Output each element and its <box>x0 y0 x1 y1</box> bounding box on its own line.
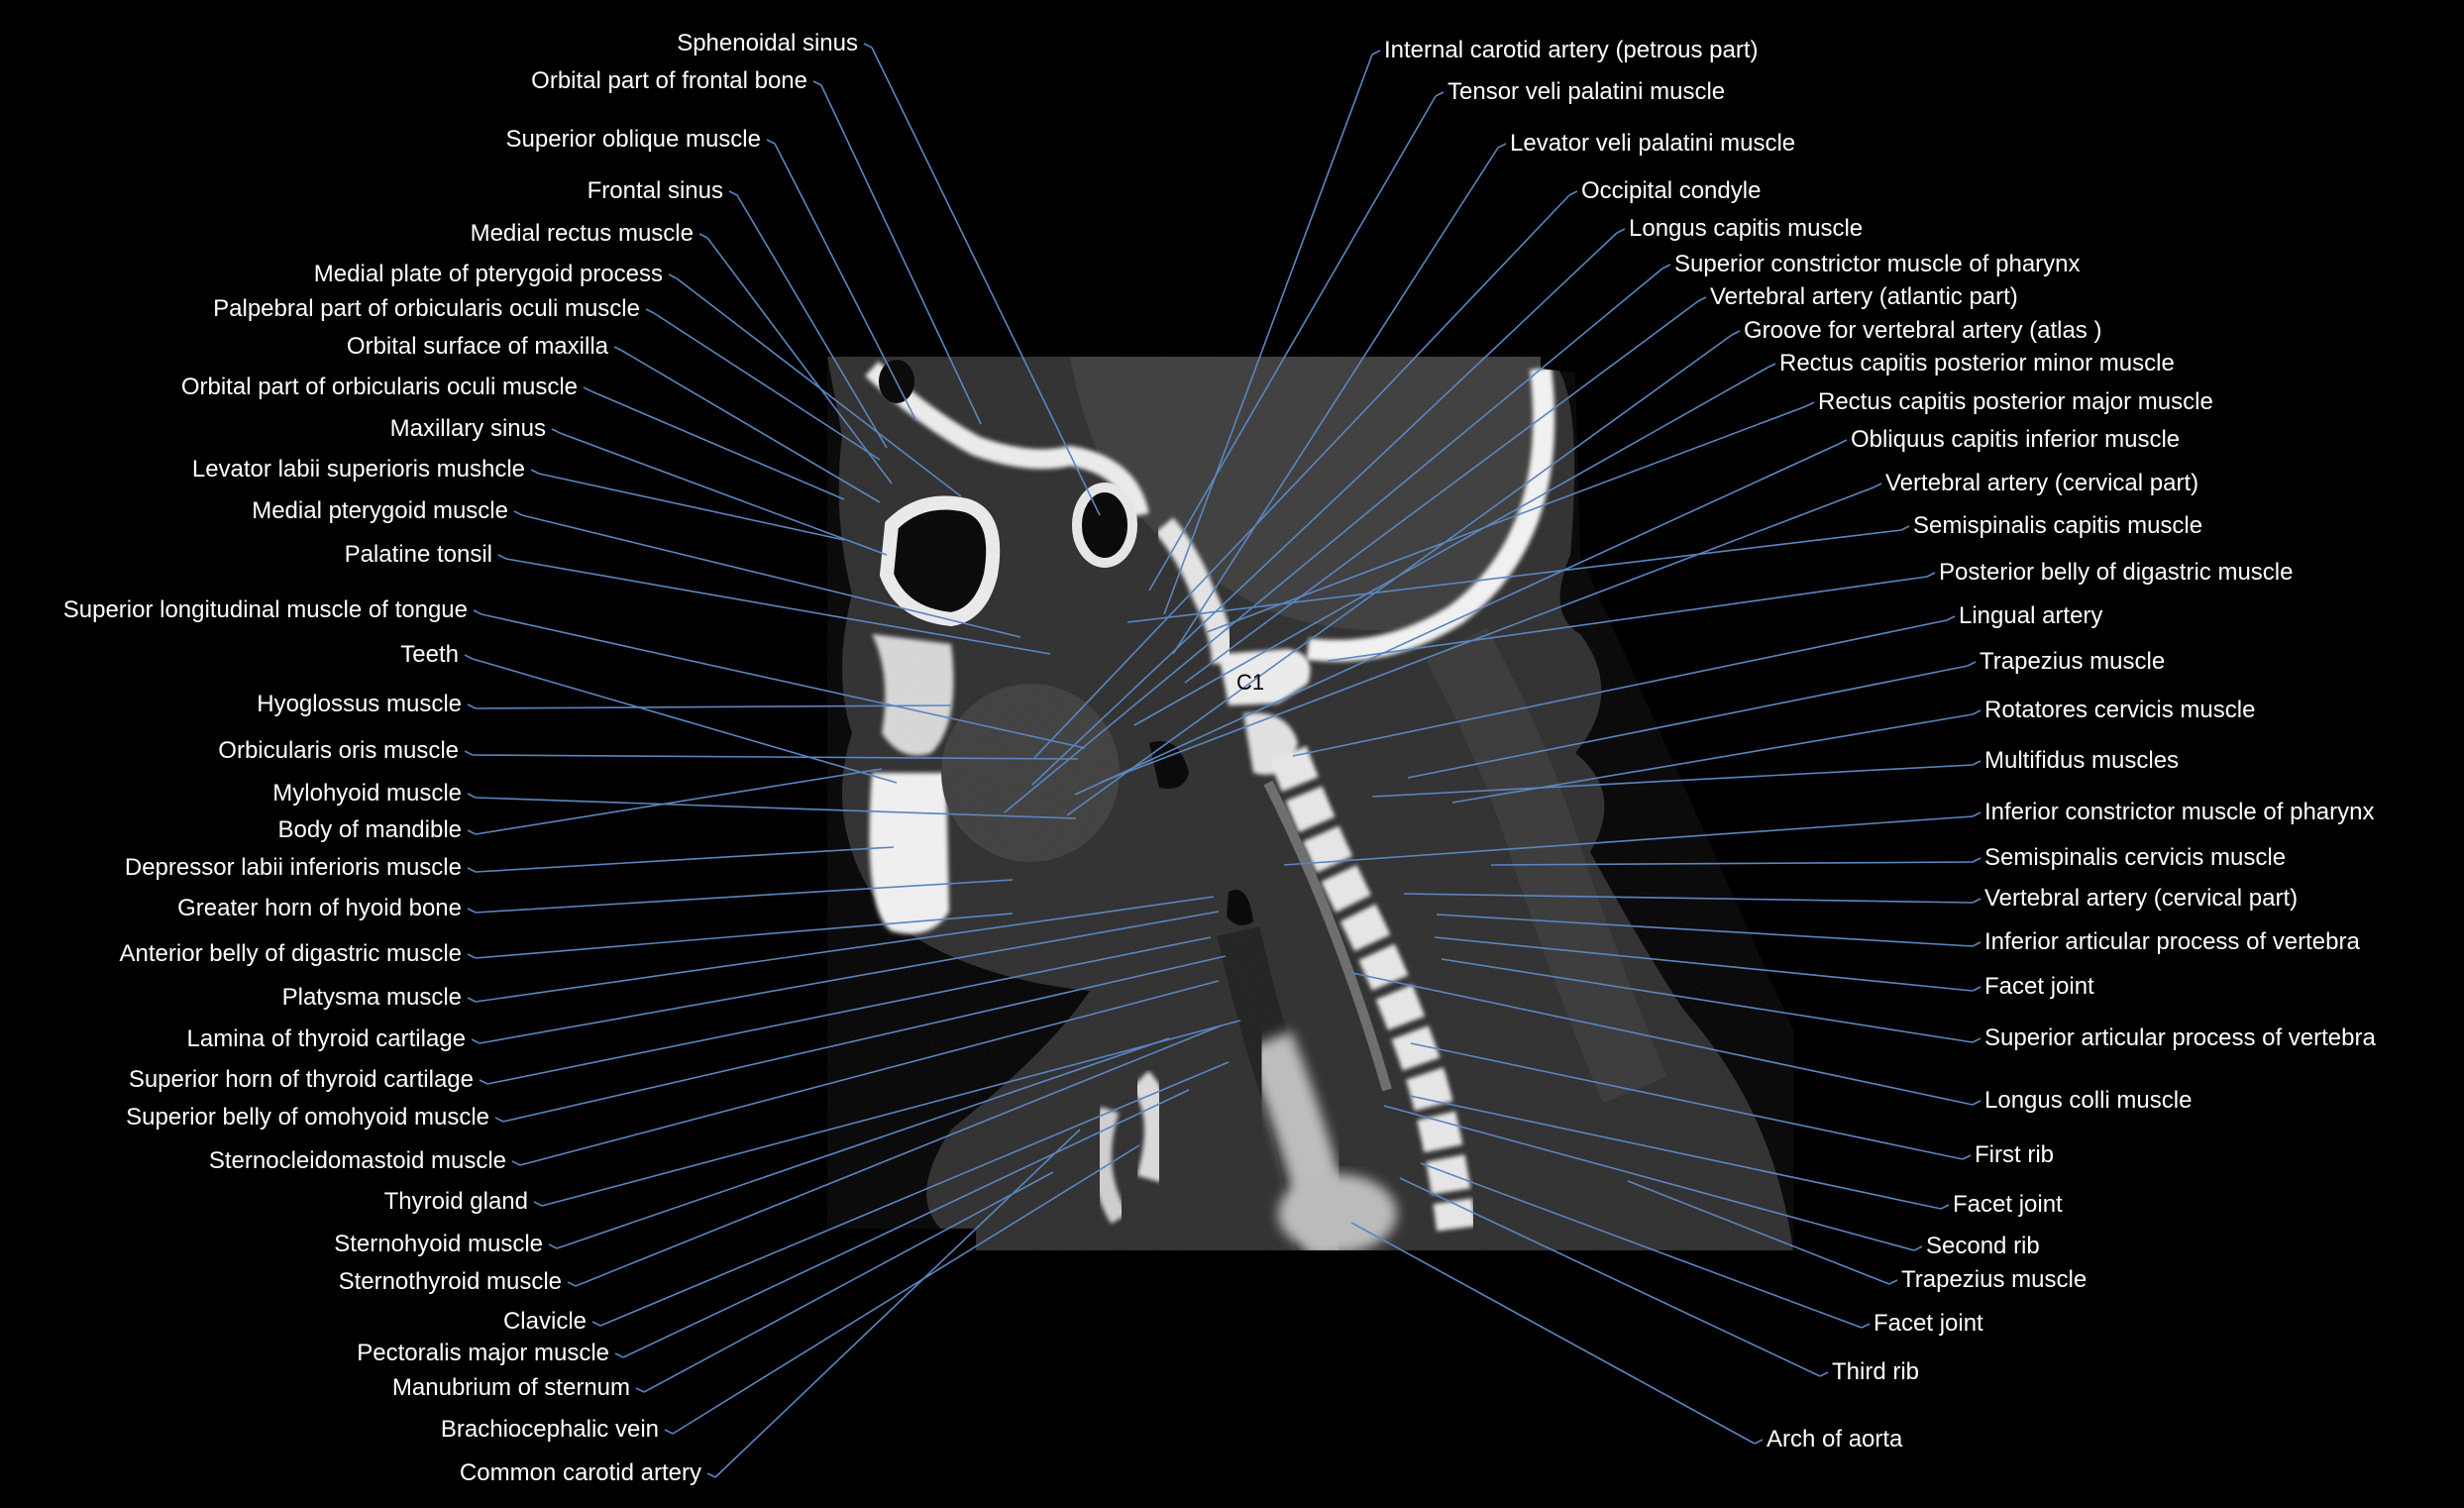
anatomy-label: Vertebral artery (atlantic part) <box>1710 283 2018 310</box>
anatomy-label: Longus capitis muscle <box>1629 215 1864 242</box>
anatomy-label: Orbital part of orbicularis oculi muscle <box>180 374 578 400</box>
anatomy-label: First rib <box>1975 1141 2054 1168</box>
anatomy-label: Sternothyroid muscle <box>338 1268 562 1295</box>
anatomy-label: Brachiocephalic vein <box>440 1416 659 1443</box>
anatomy-label: Tensor veli palatini muscle <box>1447 78 1726 105</box>
anatomy-label: Palatine tonsil <box>344 541 492 568</box>
anatomy-label: Superior articular process of vertebra <box>1984 1024 2376 1051</box>
anatomy-label: Maxillary sinus <box>389 415 546 442</box>
anatomy-label: Body of mandible <box>277 816 462 843</box>
anatomy-label: Lingual artery <box>1959 602 2103 629</box>
anatomy-label: Obliquus capitis inferior muscle <box>1851 426 2181 453</box>
anatomy-label: Greater horn of hyoid bone <box>177 895 462 921</box>
anatomy-label: Superior horn of thyroid cartilage <box>128 1066 474 1093</box>
anatomy-label: Superior constrictor muscle of pharynx <box>1674 251 2081 277</box>
anatomy-label: Occipital condyle <box>1581 177 1762 204</box>
anatomy-label: Manubrium of sternum <box>391 1374 630 1401</box>
anatomy-label: Sternocleidomastoid muscle <box>208 1147 506 1174</box>
anatomy-label: Third rib <box>1832 1358 1920 1385</box>
anatomy-label: Groove for vertebral artery (atlas ) <box>1744 317 2102 344</box>
anatomy-label: Superior oblique muscle <box>505 126 761 153</box>
anatomy-label: Longus colli muscle <box>1984 1087 2193 1114</box>
anatomy-label: Vertebral artery (cervical part) <box>1984 885 2299 912</box>
anatomy-label: Sternohyoid muscle <box>334 1231 543 1257</box>
anatomy-label: Levator veli palatini muscle <box>1510 130 1796 157</box>
anatomy-label: Mylohyoid muscle <box>272 780 462 807</box>
anatomy-label: Rotatores cervicis muscle <box>1984 697 2256 723</box>
anatomy-label: Medial rectus muscle <box>470 220 694 247</box>
anatomy-label: Thyroid gland <box>383 1188 528 1215</box>
anatomy-label: Trapezius muscle <box>1901 1266 2088 1293</box>
anatomy-label: Medial pterygoid muscle <box>252 497 508 524</box>
anatomy-label: Semispinalis capitis muscle <box>1913 512 2203 539</box>
anatomy-label: Second rib <box>1926 1233 2040 1259</box>
anatomy-label: Common carotid artery <box>459 1459 701 1486</box>
vertebra-marker-c1: C1 <box>1236 670 1265 695</box>
anatomy-label: Frontal sinus <box>587 177 723 204</box>
anatomy-label: Rectus capitis posterior minor muscle <box>1779 350 2175 377</box>
anatomy-label: Orbicularis oris muscle <box>218 737 459 764</box>
anatomy-label: Inferior constrictor muscle of pharynx <box>1984 799 2375 825</box>
anatomy-label: Sphenoidal sinus <box>677 30 858 56</box>
anatomy-label: Teeth <box>400 641 459 668</box>
anatomy-label: Facet joint <box>1953 1191 2063 1218</box>
anatomy-label: Semispinalis cervicis muscle <box>1984 844 2287 871</box>
anatomy-label: Trapezius muscle <box>1980 648 2166 675</box>
anatomy-label: Anterior belly of digastric muscle <box>119 940 462 967</box>
anatomy-label: Orbital surface of maxilla <box>346 333 608 360</box>
anatomy-label: Platysma muscle <box>281 984 462 1011</box>
anatomy-label: Hyoglossus muscle <box>257 691 462 717</box>
anatomy-label: Arch of aorta <box>1767 1426 1903 1453</box>
anatomy-label: Superior longitudinal muscle of tongue <box>62 596 468 623</box>
anatomy-label: Facet joint <box>1984 973 2094 1000</box>
anatomy-label: Vertebral artery (cervical part) <box>1885 470 2199 496</box>
anatomy-label: Inferior articular process of vertebra <box>1984 928 2360 955</box>
anatomy-label: Clavicle <box>502 1308 587 1335</box>
anatomy-label: Lamina of thyroid cartilage <box>186 1025 466 1052</box>
anatomy-label: Depressor labii inferioris muscle <box>124 854 462 881</box>
anatomy-label: Multifidus muscles <box>1984 747 2180 774</box>
anatomy-label: Posterior belly of digastric muscle <box>1939 559 2294 586</box>
anatomy-label: Orbital part of frontal bone <box>531 67 807 94</box>
anatomy-label: Pectoralis major muscle <box>357 1340 609 1366</box>
anatomy-label: Internal carotid artery (petrous part) <box>1384 37 1759 63</box>
anatomy-label: Palpebral part of orbicularis oculi musc… <box>213 295 640 322</box>
anatomy-label: Medial plate of pterygoid process <box>313 261 663 287</box>
anatomy-label: Levator labii superioris mushcle <box>191 456 525 483</box>
anatomy-label: Superior belly of omohyoid muscle <box>126 1104 489 1131</box>
anatomy-label: Rectus capitis posterior major muscle <box>1818 388 2213 415</box>
anatomy-label: Facet joint <box>1874 1310 1983 1337</box>
